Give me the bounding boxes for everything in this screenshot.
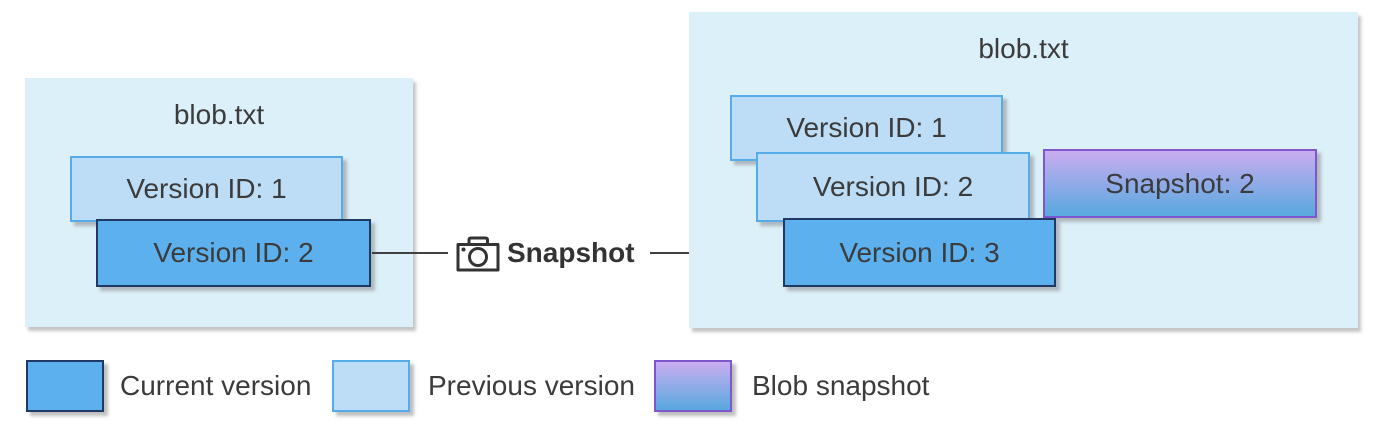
left-version-1-box: Version ID: 1 — [70, 156, 343, 222]
right-version-1-box: Version ID: 1 — [730, 95, 1003, 161]
right-version-3-label: Version ID: 3 — [839, 236, 1000, 268]
right-version-2-label: Version ID: 2 — [812, 171, 974, 202]
legend-previous-version-swatch — [332, 360, 410, 412]
legend-blob-snapshot-label: Blob snapshot — [752, 370, 930, 401]
connector-snapshot-label: Snapshot — [507, 237, 635, 268]
legend-previous-version-label: Previous version — [428, 370, 635, 401]
right-version-3-box: Version ID: 3 — [783, 218, 1056, 287]
left-version-1-label: Version ID: 1 — [126, 173, 287, 204]
legend-current-version-swatch — [26, 360, 104, 412]
left-version-2-label: Version ID: 2 — [153, 237, 314, 268]
left-blob-title: blob.txt — [173, 99, 265, 130]
legend-blob-snapshot-swatch — [654, 360, 732, 412]
right-version-1-label: Version ID: 1 — [786, 112, 947, 143]
snapshot-2-box: Snapshot: 2 — [1043, 149, 1317, 218]
left-version-2-box: Version ID: 2 — [96, 219, 371, 287]
right-version-2-box: Version ID: 2 — [756, 152, 1030, 222]
left-blob-container: blob.txt Version ID: 1 Version ID: 2 — [25, 78, 413, 327]
right-blob-title: blob.txt — [978, 33, 1069, 64]
legend-current-version-label: Current version — [120, 370, 312, 401]
camera-icon — [456, 236, 500, 272]
connector-line-left — [372, 252, 448, 254]
snapshot-2-label: Snapshot: 2 — [1105, 167, 1255, 199]
right-blob-container: blob.txt Version ID: 1 Version ID: 2 Sna… — [689, 12, 1358, 328]
